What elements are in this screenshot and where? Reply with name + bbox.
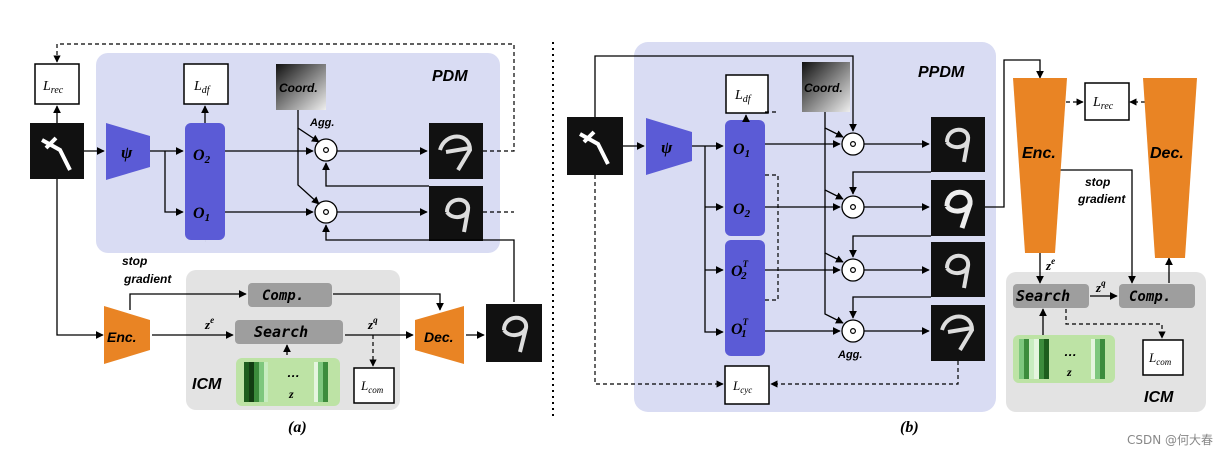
l-com-label-b: Lcom [1148, 350, 1172, 367]
codebook-dots-a: … [287, 365, 300, 380]
o-block [185, 123, 225, 240]
psi-label: ψ [121, 143, 133, 162]
enc-a [104, 306, 150, 364]
icm-title: ICM [192, 376, 222, 393]
psi-encoder-b [646, 118, 692, 175]
gradient-label: gradient [123, 272, 172, 286]
psi-label-b: ψ [661, 138, 673, 157]
l-com-label-a: Lcom [360, 378, 384, 395]
o1-label-b: O1 [733, 141, 750, 160]
l-rec-box-b [1084, 82, 1130, 121]
agg-circle-bottom [314, 200, 338, 224]
l-rec-box [34, 63, 80, 105]
o-block-bottom-b [725, 240, 765, 356]
l-com-box-a [353, 367, 395, 404]
input-digit-image-b [567, 117, 623, 175]
caption-a: (a) [288, 419, 307, 436]
codebook-z-a: z [288, 387, 294, 401]
l-df-box-b [725, 74, 769, 114]
dec-a [415, 306, 464, 364]
l-cyc-box [724, 365, 770, 405]
l-com-box-b [1142, 339, 1184, 376]
enc-a-label: Enc. [107, 329, 137, 345]
codebook-z-b: z [1066, 365, 1072, 379]
final-output-digit [486, 304, 542, 362]
l-df-label: Ldf [193, 79, 211, 96]
output-digit-b4 [931, 305, 985, 361]
search-box-b [1013, 284, 1089, 308]
search-box-a [235, 320, 343, 344]
stop-label: stop [122, 254, 147, 268]
agg-circle-top [314, 138, 338, 162]
zq-label-a: zq [367, 315, 378, 332]
dec-a-label: Dec. [424, 329, 454, 345]
ppdm-title: PPDM [918, 64, 965, 81]
o2-label: O2 [193, 147, 211, 166]
coord-label-b: Coord. [804, 81, 843, 95]
psi-encoder [106, 123, 150, 180]
agg-label: Agg. [309, 117, 334, 129]
ze-label-a: ze [204, 315, 214, 332]
o2-label-b: O2 [733, 201, 751, 220]
search-b-label: Search [1016, 287, 1070, 305]
codebook-dots-b: … [1064, 344, 1077, 359]
icm-title-b: ICM [1144, 389, 1174, 406]
panel-a: PDM ICM Lrec ψ O2 O1 Ldf Coord. Agg. [30, 43, 542, 436]
l-df-box [183, 63, 229, 105]
input-digit-image [30, 123, 84, 179]
output-digit-b2 [931, 180, 985, 236]
output-digit-bottom [429, 186, 483, 241]
output-digit-b3 [931, 242, 985, 297]
ppdm-background [634, 42, 996, 412]
stop-label-b: stop [1085, 175, 1110, 189]
enc-b-label: Enc. [1022, 145, 1056, 162]
comp-box-b [1119, 284, 1195, 308]
dec-b-label: Dec. [1150, 145, 1184, 162]
enc-b [1013, 78, 1067, 253]
gradient-label-b: gradient [1077, 192, 1126, 206]
o-block-top-b [725, 120, 765, 236]
coord-label: Coord. [279, 81, 318, 95]
output-digit-b1 [931, 117, 985, 172]
dec-b [1143, 78, 1197, 258]
watermark: CSDN @何大春 [1126, 433, 1213, 447]
o1-label: O1 [193, 205, 210, 224]
l-cyc-label: Lcyc [732, 378, 752, 395]
caption-b: (b) [900, 419, 919, 436]
zq-label-b: zq [1095, 278, 1106, 295]
l-df-label-b: Ldf [734, 88, 752, 105]
comp-b-label: Comp. [1129, 289, 1171, 305]
agg-label-b: Agg. [837, 349, 862, 361]
pdm-title: PDM [432, 68, 468, 85]
search-a-label: Search [254, 323, 308, 341]
coord-box-b [802, 62, 850, 112]
comp-box-a [248, 283, 332, 307]
agg-circles-b [841, 132, 865, 343]
coord-box [276, 64, 326, 110]
l-rec-label-b: Lrec [1092, 95, 1114, 112]
ze-label-b: ze [1045, 256, 1055, 273]
comp-a-label: Comp. [262, 288, 304, 304]
l-rec-label: Lrec [42, 79, 64, 96]
